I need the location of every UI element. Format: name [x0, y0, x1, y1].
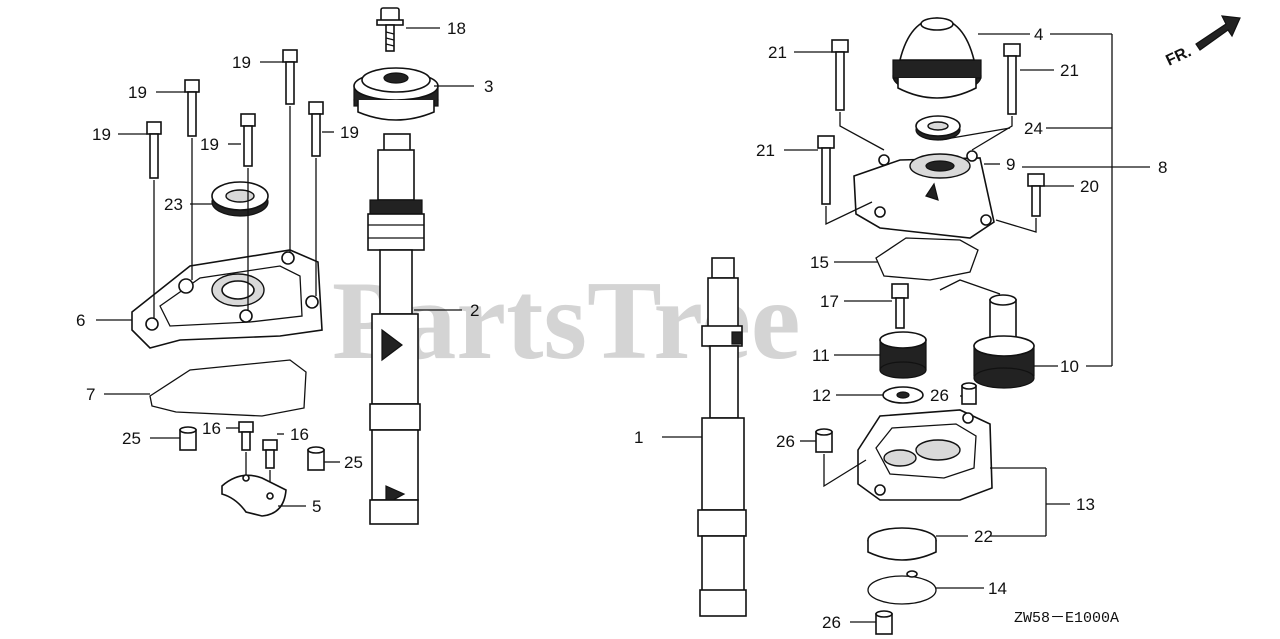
callout-26: 26 — [776, 432, 795, 451]
callout-3: 3 — [484, 77, 493, 96]
callout-10: 10 — [1060, 357, 1079, 376]
part-6-cover — [131, 249, 323, 349]
part-5-plate — [221, 474, 287, 517]
part-3-gear — [353, 67, 439, 121]
part-4-gear — [892, 17, 982, 99]
callout-13: 13 — [1076, 495, 1095, 514]
part-21-bolt — [1003, 43, 1021, 115]
part-7-gasket — [149, 359, 307, 417]
callout-25: 25 — [344, 453, 363, 472]
part-18-bolt — [376, 7, 404, 52]
part-21-bolt — [831, 39, 849, 111]
callout-21: 21 — [756, 141, 775, 160]
part-16-bolt — [238, 421, 254, 451]
callout-11: 11 — [812, 346, 830, 365]
part-9-housing — [853, 150, 995, 239]
part-25-dowel-pin — [179, 426, 197, 451]
part-22-ring — [867, 527, 937, 561]
callout-2: 2 — [470, 301, 479, 320]
part-19-bolt — [146, 121, 162, 179]
part-26-dowel-pin — [961, 382, 977, 405]
callout-8: 8 — [1158, 158, 1167, 177]
callout-21: 21 — [768, 43, 787, 62]
part-12-washer — [882, 386, 924, 404]
callout-23: 23 — [164, 195, 183, 214]
callout-26: 26 — [822, 613, 841, 632]
part-19-bolt — [282, 49, 298, 105]
callout-16: 16 — [290, 425, 309, 444]
callout-17: 17 — [820, 292, 839, 311]
callout-18: 18 — [447, 19, 466, 38]
part-14-o-ring — [867, 570, 937, 605]
callout-26: 26 — [930, 386, 949, 405]
direction-label: FR. — [1163, 43, 1194, 69]
part-15-gasket — [875, 237, 979, 281]
part-19-bolt — [240, 113, 256, 167]
part-21-bolt — [817, 135, 835, 205]
callout-20: 20 — [1080, 177, 1099, 196]
callout-12: 12 — [812, 386, 831, 405]
callout-9: 9 — [1006, 155, 1015, 174]
part-16-bolt — [262, 439, 278, 469]
part-17-bolt — [891, 283, 909, 329]
callout-19: 19 — [200, 135, 219, 154]
callout-4: 4 — [1034, 25, 1043, 44]
part-13-housing — [857, 409, 993, 501]
callout-1: 1 — [634, 428, 643, 447]
callout-22: 22 — [974, 527, 993, 546]
part-25-dowel-pin — [307, 446, 325, 471]
part-19-bolt — [184, 79, 200, 137]
part-2-shaft — [367, 133, 425, 525]
callout-21: 21 — [1060, 61, 1079, 80]
callout-19: 19 — [340, 123, 359, 142]
part-11-gear — [879, 331, 927, 379]
callout-25: 25 — [122, 429, 141, 448]
callout-19: 19 — [128, 83, 147, 102]
diagram-code: ZW58－E1000A — [1014, 610, 1119, 627]
part-26-dowel-pin — [875, 610, 893, 635]
part-1-shaft — [697, 257, 747, 617]
part-10-gear-shaft — [973, 294, 1035, 389]
callout-19: 19 — [232, 53, 251, 72]
callout-15: 15 — [810, 253, 829, 272]
part-24-seal — [915, 115, 961, 141]
part-23-oil-seal — [211, 181, 269, 217]
callout-16: 16 — [202, 419, 221, 438]
callout-7: 7 — [86, 385, 95, 404]
part-19-bolt — [308, 101, 324, 157]
callout-6: 6 — [76, 311, 85, 330]
part-26-dowel-pin — [815, 428, 833, 453]
callout-19: 19 — [92, 125, 111, 144]
front-direction-arrow — [1195, 15, 1241, 51]
callout-24: 24 — [1024, 119, 1043, 138]
part-20-bolt — [1027, 173, 1045, 217]
callout-5: 5 — [312, 497, 321, 516]
callout-14: 14 — [988, 579, 1007, 598]
